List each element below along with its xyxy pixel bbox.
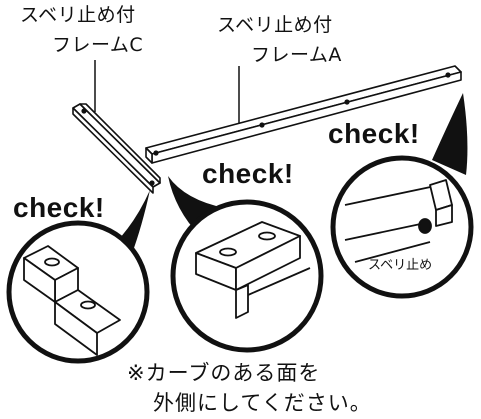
frame-c: [72, 103, 161, 194]
detail-circle-frame-a: [170, 199, 324, 353]
frame-c-label-line2: フレームC: [52, 34, 144, 56]
frame-a-label-line1: スベリ止め付: [217, 14, 333, 36]
anti-slip-tag: スベリ止め: [368, 258, 433, 273]
check-label-middle: check!: [202, 158, 294, 189]
detail-circle-anti-slip: [330, 155, 474, 299]
frame-a-label-line2: フレームA: [251, 44, 342, 66]
frame-a: [145, 65, 462, 164]
note-line1: ※カーブのある面を: [127, 361, 321, 385]
callout-tail-right: [432, 93, 468, 175]
frame-c-label-line1: スベリ止め付: [20, 4, 136, 26]
check-label-right: check!: [328, 118, 420, 149]
note-line2: 外側にしてください。: [153, 391, 372, 415]
detail-circle-frame-c: [6, 220, 150, 364]
callout-tail-middle: [168, 176, 225, 236]
check-label-left: check!: [13, 192, 105, 223]
